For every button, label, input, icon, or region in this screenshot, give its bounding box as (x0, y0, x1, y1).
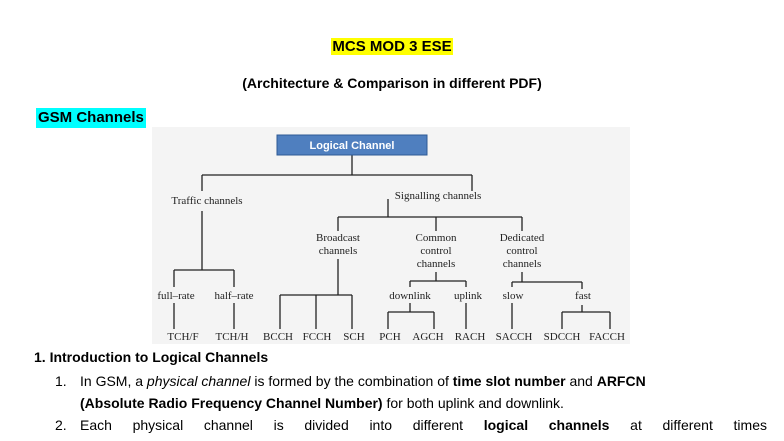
list-item: 1. In GSM, a physical channel is formed b… (55, 370, 767, 414)
diagram-lines (173, 155, 611, 329)
text-run: In GSM, a (80, 373, 147, 389)
leaf-fcch: FCCH (303, 331, 332, 343)
half-rate-label: half–rate (214, 290, 253, 302)
slow-label: slow (503, 290, 524, 302)
leaf-sdcch: SDCCH (544, 331, 581, 343)
broadcast-channels-label-2: channels (319, 245, 357, 257)
traffic-channels-label: Traffic channels (171, 195, 242, 207)
document-title: MCS MOD 3 ESE (331, 38, 453, 55)
list-item-number: 2. (55, 417, 67, 433)
common-control-label-2: control (420, 245, 451, 257)
diagram-canvas: Logical Channel Traffic channels Signall… (157, 134, 625, 343)
physical-channel-term: physical channel (146, 373, 251, 389)
list-item-number: 1. (55, 373, 67, 389)
leaf-sch: SCH (343, 331, 364, 343)
arfcn-term: ARFCN (596, 373, 646, 389)
text-run: and (565, 373, 597, 389)
document-subtitle: (Architecture & Comparison in different … (242, 75, 542, 91)
root-node-box (276, 134, 428, 156)
logical-channels-term: logical channels (483, 417, 610, 433)
intro-list: 1. In GSM, a physical channel is formed b… (55, 370, 767, 436)
dedicated-control-label-1: Dedicated (500, 232, 545, 244)
downlink-label: downlink (389, 290, 431, 302)
leaf-tch-f: TCH/F (167, 331, 198, 343)
dedicated-control-label-3: channels (503, 258, 541, 270)
leaf-pch: PCH (379, 331, 400, 343)
text-run: at different times (609, 417, 767, 433)
uplink-label: uplink (454, 290, 483, 302)
text-run: Each physical channel is divided into di… (80, 417, 484, 433)
common-control-label-3: channels (417, 258, 455, 270)
broadcast-channels-label-1: Broadcast (316, 232, 360, 244)
time-slot-term: time slot number (452, 373, 566, 389)
leaf-tch-h: TCH/H (216, 331, 249, 343)
text-run: for both uplink and downlink. (382, 395, 564, 411)
leaf-facch: FACCH (589, 331, 625, 343)
common-control-label-1: Common (416, 232, 457, 244)
leaf-sacch: SACCH (496, 331, 533, 343)
arfcn-expansion: (Absolute Radio Frequency Channel Number… (80, 395, 383, 411)
leaf-bcch: BCCH (263, 331, 293, 343)
list-item: 2. Each physical channel is divided into … (55, 414, 767, 436)
full-rate-label: full–rate (157, 290, 194, 302)
dedicated-control-label-2: control (506, 245, 537, 257)
section-heading: GSM Channels (36, 108, 146, 128)
root-node-label: Logical Channel (310, 140, 395, 152)
text-run: is formed by the combination of (250, 373, 453, 389)
signalling-channels-label: Signalling channels (395, 190, 481, 202)
leaf-agch: AGCH (412, 331, 443, 343)
fast-label: fast (575, 290, 591, 302)
intro-heading: 1. Introduction to Logical Channels (34, 349, 269, 365)
leaf-rach: RACH (455, 331, 486, 343)
logical-channel-diagram: Logical Channel Traffic channels Signall… (152, 127, 630, 344)
